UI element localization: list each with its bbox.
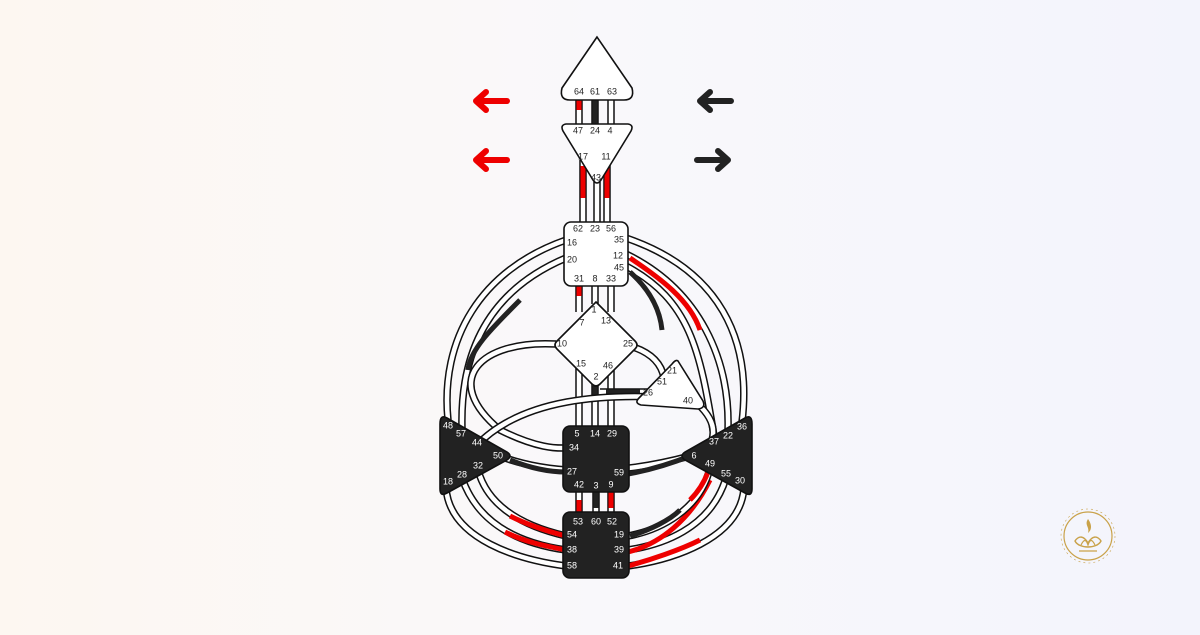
gate-24-label: 24 [590,125,600,135]
gate-48-label: 48 [443,420,453,430]
gate-22-label: 22 [723,430,733,440]
personality-top-arrow-icon [697,89,734,113]
channel-49-19 [627,466,714,540]
gate-2-label: 2 [593,371,598,381]
gate-51-label: 51 [657,376,667,386]
gate-45-label: 45 [614,262,624,272]
gate-7-label: 7 [579,317,584,327]
gate-11-label: 11 [601,151,610,161]
gate-8-label: 8 [592,273,597,283]
spleen-center[interactable] [439,416,511,496]
gate-6-label: 6 [691,450,696,460]
gate-52-label: 52 [607,516,617,526]
channel-10-34 [467,340,567,452]
gate-39-label: 39 [614,544,624,554]
channel-32-54 [474,468,567,540]
gate-21-label: 21 [667,365,677,375]
gate-26-label: 26 [643,387,653,397]
g-center[interactable] [554,300,638,387]
gate-14-label: 14 [590,428,600,438]
gate-59-label: 59 [614,467,624,477]
channel-28-38 [458,476,567,554]
gate-50-label: 50 [493,450,503,460]
gate-57-label: 57 [456,428,466,438]
gate-34-label: 34 [569,442,579,452]
channel-16-48 [443,236,568,421]
gate-16-label: 16 [567,237,577,247]
gate-46-label: 46 [603,360,613,370]
gate-47-label: 47 [573,125,583,135]
variables [473,89,734,172]
channel-30-41 [627,487,748,570]
head-center[interactable] [560,35,634,101]
gate-25-label: 25 [623,338,633,348]
gate-37-label: 37 [709,436,719,446]
gate-9-label: 9 [608,479,613,489]
gate-62-label: 62 [573,223,583,233]
personality-bottom-arrow-icon [694,148,731,172]
lotus-flame-logo-icon [1060,508,1116,564]
gate-55-label: 55 [721,468,731,478]
design-top-arrow-icon [473,89,510,113]
gate-5-label: 5 [574,428,579,438]
gate-53-label: 53 [573,516,583,526]
gate-35-label: 35 [614,234,624,244]
gate-15-label: 15 [576,358,586,368]
gate-41-label: 41 [613,560,623,570]
heart-center[interactable] [636,359,705,410]
channel-45-21 [624,262,718,437]
gate-60-label: 60 [591,516,601,526]
gate-13-label: 13 [601,315,611,325]
gate-18-label: 18 [443,476,453,486]
ajna-center[interactable] [561,123,633,184]
gate-38-label: 38 [567,544,577,554]
gate-20-label: 20 [567,254,577,264]
design-bottom-arrow-icon [473,148,510,172]
sacral-center[interactable] [562,425,630,493]
gate-42-label: 42 [574,479,584,489]
gate-28-label: 28 [457,469,467,479]
gate-40-label: 40 [683,395,693,405]
gate-12-label: 12 [613,250,623,260]
gate-27-label: 27 [567,466,577,476]
gate-23-label: 23 [590,223,600,233]
centers-layer [439,35,753,579]
gate-36-label: 36 [737,421,747,431]
gate-43-label: 43 [591,172,601,182]
gate-29-label: 29 [607,428,617,438]
gate-56-label: 56 [606,223,616,233]
gate-1-label: 1 [591,304,596,314]
channels-layer [442,98,748,570]
root-center[interactable] [562,511,630,579]
gate-17-label: 17 [578,151,588,161]
channel-20-57 [458,254,568,429]
channel-18-58 [442,487,567,570]
gate-19-label: 19 [614,529,624,539]
gate-49-label: 49 [705,458,715,468]
gate-63-label: 63 [607,86,617,96]
gate-33-label: 33 [606,273,616,283]
gate-64-label: 64 [574,86,584,96]
gate-61-label: 61 [590,86,600,96]
gate-54-label: 54 [567,529,577,539]
channel-35-36 [624,234,748,423]
gate-3-label: 3 [593,480,598,490]
gate-10-label: 10 [557,338,567,348]
channel-25-51 [628,342,668,379]
gate-32-label: 32 [473,460,483,470]
gate-4-label: 4 [607,125,612,135]
solar-plexus-center[interactable] [681,416,753,496]
gate-30-label: 30 [735,475,745,485]
gate-44-label: 44 [472,437,482,447]
gate-58-label: 58 [567,560,577,570]
channel-12-22 [624,250,732,431]
gate-31-label: 31 [574,273,584,283]
throat-center[interactable] [563,221,629,287]
